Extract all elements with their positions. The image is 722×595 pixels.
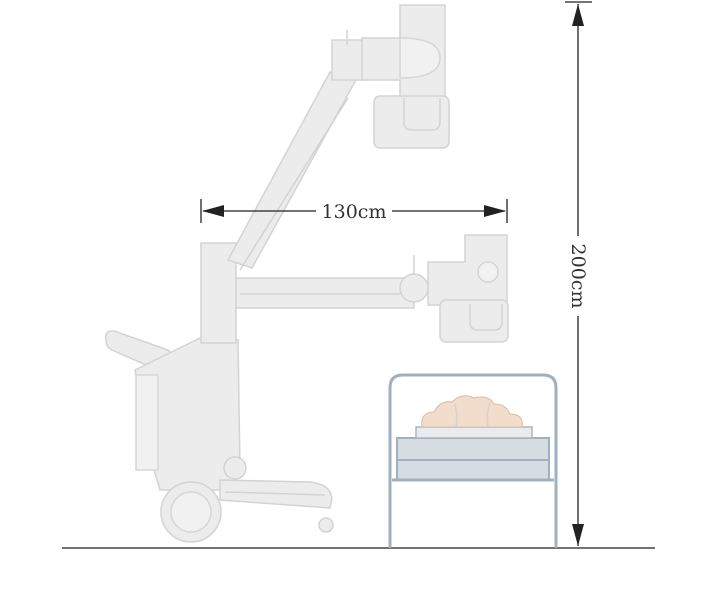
collimator-raised-handle	[403, 98, 441, 131]
tube-head-raised-cap	[399, 37, 441, 79]
patient-bed	[388, 373, 558, 548]
arm-raised-joint	[331, 39, 367, 81]
bed-lower-panel	[396, 459, 550, 481]
height-arrow-bottom	[572, 524, 584, 546]
bed-frame	[388, 373, 558, 548]
patient-contour	[454, 401, 491, 428]
rear-wheel-hub	[170, 491, 212, 533]
arm-raised	[226, 4, 450, 271]
arm-extended-beam	[235, 277, 415, 309]
collimator-extended	[439, 299, 509, 343]
height-label: 200cm	[567, 244, 589, 309]
width-label: 130cm	[322, 201, 387, 223]
collimator-raised	[373, 95, 450, 149]
front-caster	[318, 517, 334, 533]
height-arrow-top	[572, 4, 584, 26]
unit-panel	[135, 374, 159, 471]
width-dimension: 130cm	[200, 199, 508, 223]
mobile-x-ray-unit	[104, 4, 509, 543]
width-arrow-left	[202, 205, 224, 217]
bed-mattress-panel	[396, 437, 550, 461]
width-arrow-right	[484, 205, 506, 217]
arm-extended-joint	[399, 273, 429, 303]
collimator-extended-handle	[469, 304, 503, 331]
tube-head-extended-cap	[477, 261, 499, 283]
height-dimension: 200cm	[565, 1, 592, 546]
arm-extended	[235, 234, 509, 343]
arm-raised-beam	[226, 71, 358, 269]
arm-raised-rail	[239, 97, 349, 271]
base-rail	[224, 491, 326, 496]
bed-tray	[415, 426, 533, 439]
patient-figure	[421, 395, 523, 428]
small-wheel	[223, 456, 247, 480]
